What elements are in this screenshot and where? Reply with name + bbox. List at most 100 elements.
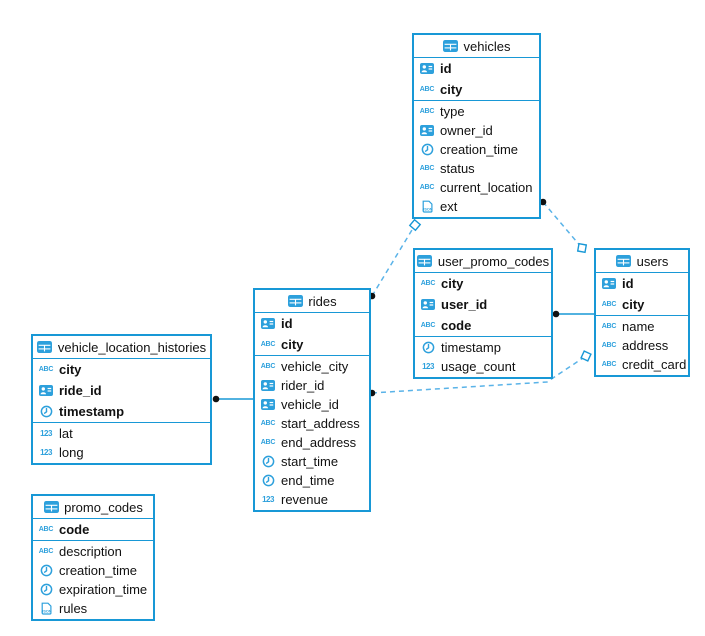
table-row[interactable]: id: [414, 58, 539, 79]
field-name: creation_time: [440, 142, 519, 157]
table-row[interactable]: 123 revenue: [255, 490, 369, 509]
field-name: vehicle_city: [281, 359, 349, 374]
table-row[interactable]: owner_id: [414, 121, 539, 140]
table-row[interactable]: 123 lat: [33, 424, 210, 443]
field-name: usage_count: [441, 359, 516, 374]
relation-endpoint-dot: [552, 310, 560, 318]
table-row[interactable]: ABC description: [33, 542, 153, 561]
table-row[interactable]: creation_time: [414, 140, 539, 159]
table-row[interactable]: end_time: [255, 471, 369, 490]
table-name: user_promo_codes: [437, 253, 550, 269]
timestamp-clock-icon: [419, 143, 435, 156]
table-row[interactable]: JSON rules: [33, 599, 153, 618]
primary-key-section: id ABC city: [255, 313, 369, 355]
table-row[interactable]: rider_id: [255, 376, 369, 395]
table-row[interactable]: ABC end_address: [255, 433, 369, 452]
table-row[interactable]: ABC status: [414, 159, 539, 178]
field-section: 123 lat 123 long: [33, 422, 210, 463]
field-name: start_address: [281, 416, 360, 431]
field-name: type: [440, 104, 465, 119]
table-row[interactable]: 123 long: [33, 443, 210, 462]
table-row[interactable]: ABC address: [596, 336, 688, 355]
table-row[interactable]: timestamp: [33, 401, 210, 422]
field-name: ext: [440, 199, 458, 214]
uuid-icon: [419, 125, 435, 136]
field-name: id: [281, 316, 293, 331]
table-vehicles[interactable]: vehicles id ABC city ABC type owner_id c…: [412, 33, 541, 219]
field-section: ABC description creation_time expiration…: [33, 540, 153, 619]
table-header[interactable]: users: [596, 250, 688, 273]
uuid-icon: [38, 385, 54, 396]
table-row[interactable]: ABC city: [33, 359, 210, 380]
timestamp-clock-icon: [38, 564, 54, 577]
field-name: city: [440, 82, 463, 97]
table-name: vehicle_location_histories: [57, 339, 207, 355]
table-header[interactable]: rides: [255, 290, 369, 313]
field-name: timestamp: [59, 404, 125, 419]
table-header[interactable]: vehicle_location_histories: [33, 336, 210, 359]
number-123-icon: 123: [40, 447, 52, 457]
table-row[interactable]: ABC start_address: [255, 414, 369, 433]
table-row[interactable]: 123 usage_count: [415, 357, 551, 376]
table-row[interactable]: ABC name: [596, 317, 688, 336]
primary-key-section: id ABC city: [596, 273, 688, 315]
table-row[interactable]: ABC type: [414, 102, 539, 121]
table-header[interactable]: vehicles: [414, 35, 539, 58]
string-abc-icon: ABC: [260, 341, 276, 348]
table-promo_codes[interactable]: promo_codes ABC code ABC description cre…: [31, 494, 155, 621]
uuid-icon: [601, 278, 617, 289]
json-doc-icon: JSON: [38, 602, 54, 615]
field-name: end_address: [281, 435, 357, 450]
relation-line-vehicles-to-users[interactable]: [542, 201, 583, 249]
table-row[interactable]: start_time: [255, 452, 369, 471]
table-users[interactable]: users id ABC city ABC name ABC address A…: [594, 248, 690, 377]
string-abc-icon: ABC: [38, 366, 54, 373]
string-abc-icon: ABC: [601, 361, 617, 368]
table-row[interactable]: ABC credit_card: [596, 355, 688, 374]
table-row[interactable]: ABC current_location: [414, 178, 539, 197]
field-section: timestamp 123 usage_count: [415, 336, 551, 377]
table-row[interactable]: vehicle_id: [255, 395, 369, 414]
table-header[interactable]: promo_codes: [33, 496, 153, 519]
table-row[interactable]: id: [255, 313, 369, 334]
table-row[interactable]: ABC code: [33, 519, 153, 540]
table-name: vehicles: [463, 38, 511, 54]
table-row[interactable]: JSON ext: [414, 197, 539, 216]
table-row[interactable]: ABC city: [414, 79, 539, 100]
table-row[interactable]: ride_id: [33, 380, 210, 401]
table-row[interactable]: ABC city: [255, 334, 369, 355]
relation-line-rides-to-users[interactable]: [371, 355, 587, 394]
field-name: owner_id: [440, 123, 493, 138]
table-row[interactable]: creation_time: [33, 561, 153, 580]
table-row[interactable]: ABC code: [415, 315, 551, 336]
table-row[interactable]: user_id: [415, 294, 551, 315]
string-abc-icon: ABC: [420, 280, 436, 287]
table-icon: [443, 40, 459, 52]
table-user_promo_codes[interactable]: user_promo_codes ABC city user_id ABC co…: [413, 248, 553, 379]
string-abc-icon: ABC: [420, 322, 436, 329]
timestamp-clock-icon: [260, 474, 276, 487]
uuid-icon: [260, 318, 276, 329]
string-abc-icon: ABC: [419, 108, 435, 115]
field-name: long: [59, 445, 84, 460]
table-row[interactable]: ABC city: [415, 273, 551, 294]
table-row[interactable]: expiration_time: [33, 580, 153, 599]
table-row[interactable]: ABC vehicle_city: [255, 357, 369, 376]
primary-key-section: id ABC city: [414, 58, 539, 100]
relation-line-rides-to-vehicles[interactable]: [371, 224, 416, 297]
field-section: ABC vehicle_city rider_id vehicle_id ABC…: [255, 355, 369, 510]
string-abc-icon: ABC: [419, 86, 435, 93]
table-row[interactable]: id: [596, 273, 688, 294]
table-header[interactable]: user_promo_codes: [415, 250, 551, 273]
string-abc-icon: ABC: [601, 323, 617, 330]
table-rides[interactable]: rides id ABC city ABC vehicle_city rider…: [253, 288, 371, 512]
string-abc-icon: ABC: [601, 301, 617, 308]
table-row[interactable]: ABC city: [596, 294, 688, 315]
timestamp-clock-icon: [420, 341, 436, 354]
table-vehicle_location_histories[interactable]: vehicle_location_histories ABC city ride…: [31, 334, 212, 465]
table-icon: [616, 255, 632, 267]
field-name: revenue: [281, 492, 328, 507]
table-row[interactable]: timestamp: [415, 338, 551, 357]
